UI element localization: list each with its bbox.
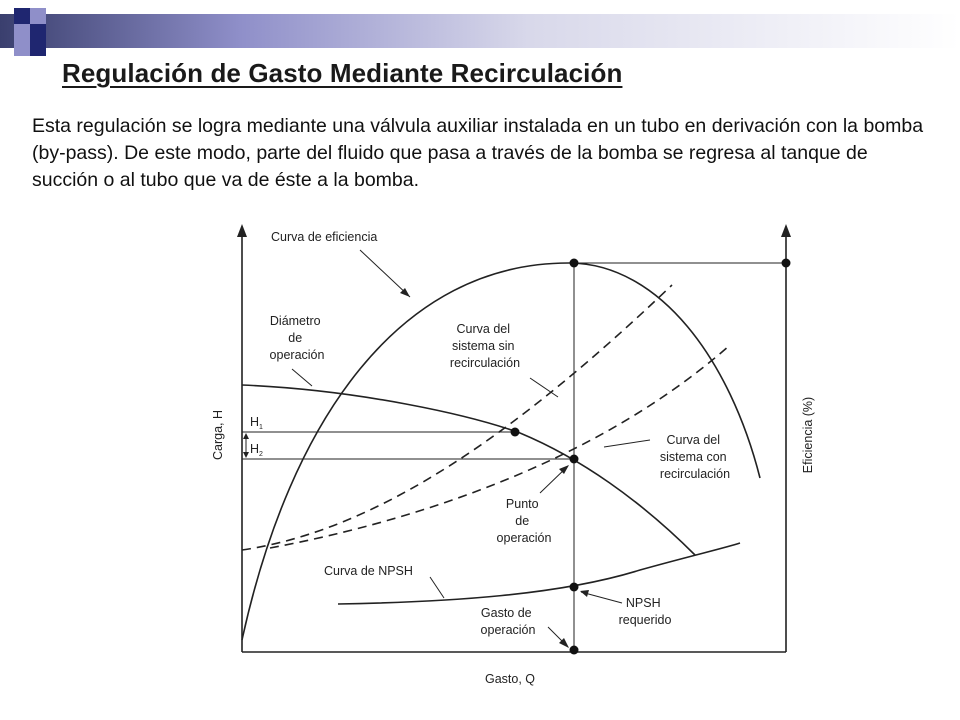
- system-curve-without-recirculation: [241, 284, 673, 551]
- y2-axis-arrow: [781, 224, 791, 237]
- flow-leader-arrow: [559, 638, 569, 648]
- diameter-label: Diámetro de operación: [270, 314, 325, 362]
- npsh-curve-label: Curva de NPSH: [324, 564, 413, 578]
- efficiency-leader-arrow: [400, 288, 410, 297]
- header-square-lavender-mid: [14, 24, 30, 40]
- slide-title: Regulación de Gasto Mediante Recirculaci…: [62, 58, 623, 88]
- system-curve-with-recirculation: [269, 344, 731, 549]
- npsh-required-leader-arrow: [580, 590, 589, 597]
- operating-flow-point: [569, 645, 579, 655]
- efficiency-curve-label: Curva de eficiencia: [271, 230, 377, 244]
- header-square-navy-bottom: [30, 40, 46, 56]
- operating-point: [569, 454, 579, 464]
- header-square-lavender-top: [30, 8, 46, 24]
- npsh-required-point: [569, 582, 579, 592]
- x-axis-label: Gasto, Q: [485, 672, 535, 686]
- h-difference-arrow-down: [243, 452, 249, 458]
- operating-point-label: Punto de operación: [497, 497, 552, 545]
- system-no-recirc-leader: [529, 377, 559, 398]
- header-square-lavender-bottom: [14, 40, 30, 56]
- header-square-navy-mid: [30, 24, 46, 40]
- y-axis-label: Carga, H: [211, 410, 225, 460]
- h2-label: H2: [250, 442, 263, 458]
- flow-label: Gasto de operación: [481, 606, 536, 637]
- efficiency-axis-point: [781, 258, 791, 268]
- y-axis-arrow: [237, 224, 247, 237]
- y2-axis-label: Eficiencia (%): [801, 397, 815, 473]
- npsh-curve-leader: [429, 576, 445, 599]
- npsh-required-label: NPSH requerido: [619, 596, 672, 627]
- npsh-curve: [337, 542, 741, 605]
- system-no-recirc-label: Curva del sistema sin recirculación: [450, 322, 520, 370]
- header-square-navy: [14, 8, 30, 24]
- h1-label: H1: [250, 415, 263, 431]
- h1-intersection-point: [510, 427, 520, 437]
- slide-body-text: Esta regulación se logra mediante una vá…: [32, 115, 924, 191]
- efficiency-max-point: [569, 258, 579, 268]
- header-gradient-bar: [0, 14, 960, 48]
- head-curve: [241, 384, 696, 556]
- system-recirc-leader: [603, 439, 651, 448]
- diameter-leader: [291, 368, 313, 387]
- operating-point-leader-arrow: [559, 465, 569, 474]
- h-difference-arrow-up: [243, 433, 249, 439]
- system-recirc-label: Curva del sistema con recirculación: [660, 433, 730, 481]
- efficiency-leader: [359, 249, 411, 298]
